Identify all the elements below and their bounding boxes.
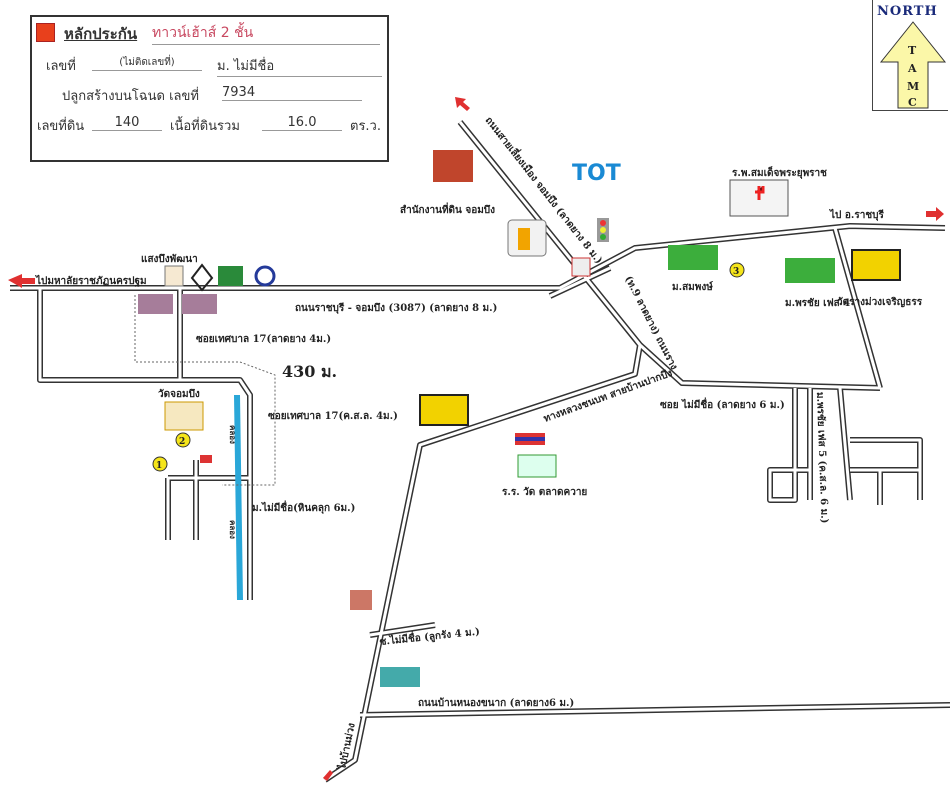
arrow-east-icon [926, 207, 944, 221]
house-no-value: (ไม่ติดเลขที่) [92, 55, 202, 71]
distance-path [134, 295, 276, 486]
bank-leaf-icon [190, 263, 214, 292]
labels: ไปมหาลัยราชภัฏนครปฐม ไป อ.ราชบุรี ถนนราช… [35, 113, 923, 771]
marker-1-circle [152, 456, 168, 472]
north-letter: A [907, 62, 917, 75]
warehouse-icon [380, 667, 420, 687]
north-arrow-shape [879, 21, 947, 109]
bank-icon [254, 265, 276, 287]
label-canal: คลอง [228, 520, 238, 539]
markers: 1 2 3 [152, 262, 745, 472]
temple-icon [419, 394, 469, 426]
direction-arrows [8, 97, 944, 781]
area-row: 16.0 [262, 115, 342, 131]
label-school: ร.ร. วัด ตลาดควาย [502, 486, 587, 498]
label-phornchai5-road: ม.พรชัย เฟส 5 (ค.ส.ล. 6 ม.) [814, 392, 831, 524]
marker-1-label: 1 [156, 461, 162, 471]
deed-label: ปลูกสร้างบนโฉนด เลขที่ [62, 89, 199, 104]
gas-pump-icon [518, 228, 530, 250]
deed-value: 7934 [222, 85, 362, 101]
temple-chom-icon [164, 401, 204, 431]
marker-3-label: 3 [733, 267, 739, 277]
label-soi-unnamed: ซอย ไม่มีชื่อ (ลาดยาง 6 ม.) [660, 397, 785, 411]
label-sompong: ม.สมพงษ์ [672, 281, 713, 293]
north-letter: M [907, 80, 919, 93]
label-canal: คลอง [228, 425, 238, 444]
label-hospital: ร.พ.สมเด็จพระยุพราช [732, 165, 827, 179]
area-unit: ตร.ว. [350, 119, 381, 134]
hospital-cross-icon [755, 186, 765, 200]
marker-2-label: 2 [179, 437, 185, 447]
village-sompong-icon [668, 245, 718, 270]
shrine-icon [571, 257, 591, 277]
seven-eleven-icon [218, 266, 243, 286]
house-no-label: เลขที่ [46, 59, 76, 74]
label-to-west: ไปมหาลัยราชภัฏนครปฐม [35, 274, 147, 287]
subject-property-icon [200, 455, 212, 463]
icons: TOT [138, 150, 901, 687]
label-village-road: ม.ไม่มีชื่อ(หินคลุก 6ม.) [252, 500, 355, 514]
house-icon [350, 590, 372, 610]
land-no-value: 140 [92, 115, 162, 131]
north-letter: C [908, 96, 917, 109]
label-wat-chom: วัดจอมบึง [158, 388, 200, 400]
label-to-south: ไปบ้านม่วง [335, 722, 358, 772]
label-soi17b: ซอยเทศบาล 17(ค.ส.ล. 4ม.) [268, 411, 398, 422]
north-label: NORTH [877, 4, 938, 19]
village-row: ม. ไม่มีชื่อ [217, 55, 382, 77]
townhouse-icon [182, 294, 217, 314]
house-no-row: (ไม่ติดเลขที่) [92, 55, 202, 71]
label-saengbueng: แสงบึงพัฒนา [141, 253, 198, 265]
label-to-east: ไป อ.ราชบุรี [829, 208, 884, 221]
legend-title: หลักประกัน [64, 25, 138, 43]
traffic-light-green [600, 234, 606, 240]
village-phornchai-icon [785, 258, 835, 283]
collateral-marker-icon [36, 23, 55, 42]
area-label: เนื้อที่ดินรวม [170, 119, 240, 134]
school-flag-stripe [515, 437, 545, 441]
property-type: ทาวน์เฮ้าส์ 2 ชั้น [152, 22, 380, 45]
arrow-northwest-icon [455, 97, 470, 111]
marker-3-circle [729, 262, 745, 278]
tot-logo: TOT [572, 161, 621, 186]
land-no-label: เลขที่ดิน [37, 119, 85, 134]
arrow-south-icon [323, 770, 333, 781]
label-wat-rang: วัดรางม่วงเจริญธรร [837, 296, 923, 308]
land-no-row: 140 [92, 115, 162, 131]
land-office-icon [433, 150, 473, 182]
marker-2-circle [175, 432, 191, 448]
collateral-info-box: หลักประกัน ทาวน์เฮ้าส์ 2 ชั้น เลขที่ (ไม… [30, 15, 389, 162]
arrow-west-icon [8, 274, 35, 288]
shop-icon [164, 265, 184, 287]
school-icon [517, 454, 557, 478]
deed-row: 7934 [222, 85, 362, 101]
canal [234, 394, 243, 601]
traffic-light-yellow [600, 227, 606, 233]
label-land-office: สำนักงานที่ดิน จอมบึง [400, 202, 495, 216]
traffic-light-red [600, 220, 606, 226]
distance-label: 430 ม. [282, 362, 337, 381]
label-phornchai4: ม.พรชัย เฟส 4 [785, 297, 850, 309]
townhouse-icon [138, 294, 173, 314]
area-value: 16.0 [262, 115, 342, 131]
north-arrow: NORTH T A M C [872, 0, 948, 111]
village-name: ม. ไม่มีชื่อ [217, 55, 382, 77]
roads [10, 120, 950, 783]
label-soi17a: ซอยเทศบาล 17(ลาดยาง 4ม.) [196, 334, 331, 345]
temple-rang-icon [851, 249, 901, 281]
north-arrow-icon: T A M C [879, 21, 947, 109]
label-nongkhanak-road: ถนนบ้านหนองขนาก (ลาดยาง6 ม.) [418, 697, 574, 709]
north-letter: T [908, 44, 917, 57]
label-main-road: ถนนราชบุรี - จอมบึง (3087) (ลาดยาง 8 ม.) [295, 302, 497, 314]
